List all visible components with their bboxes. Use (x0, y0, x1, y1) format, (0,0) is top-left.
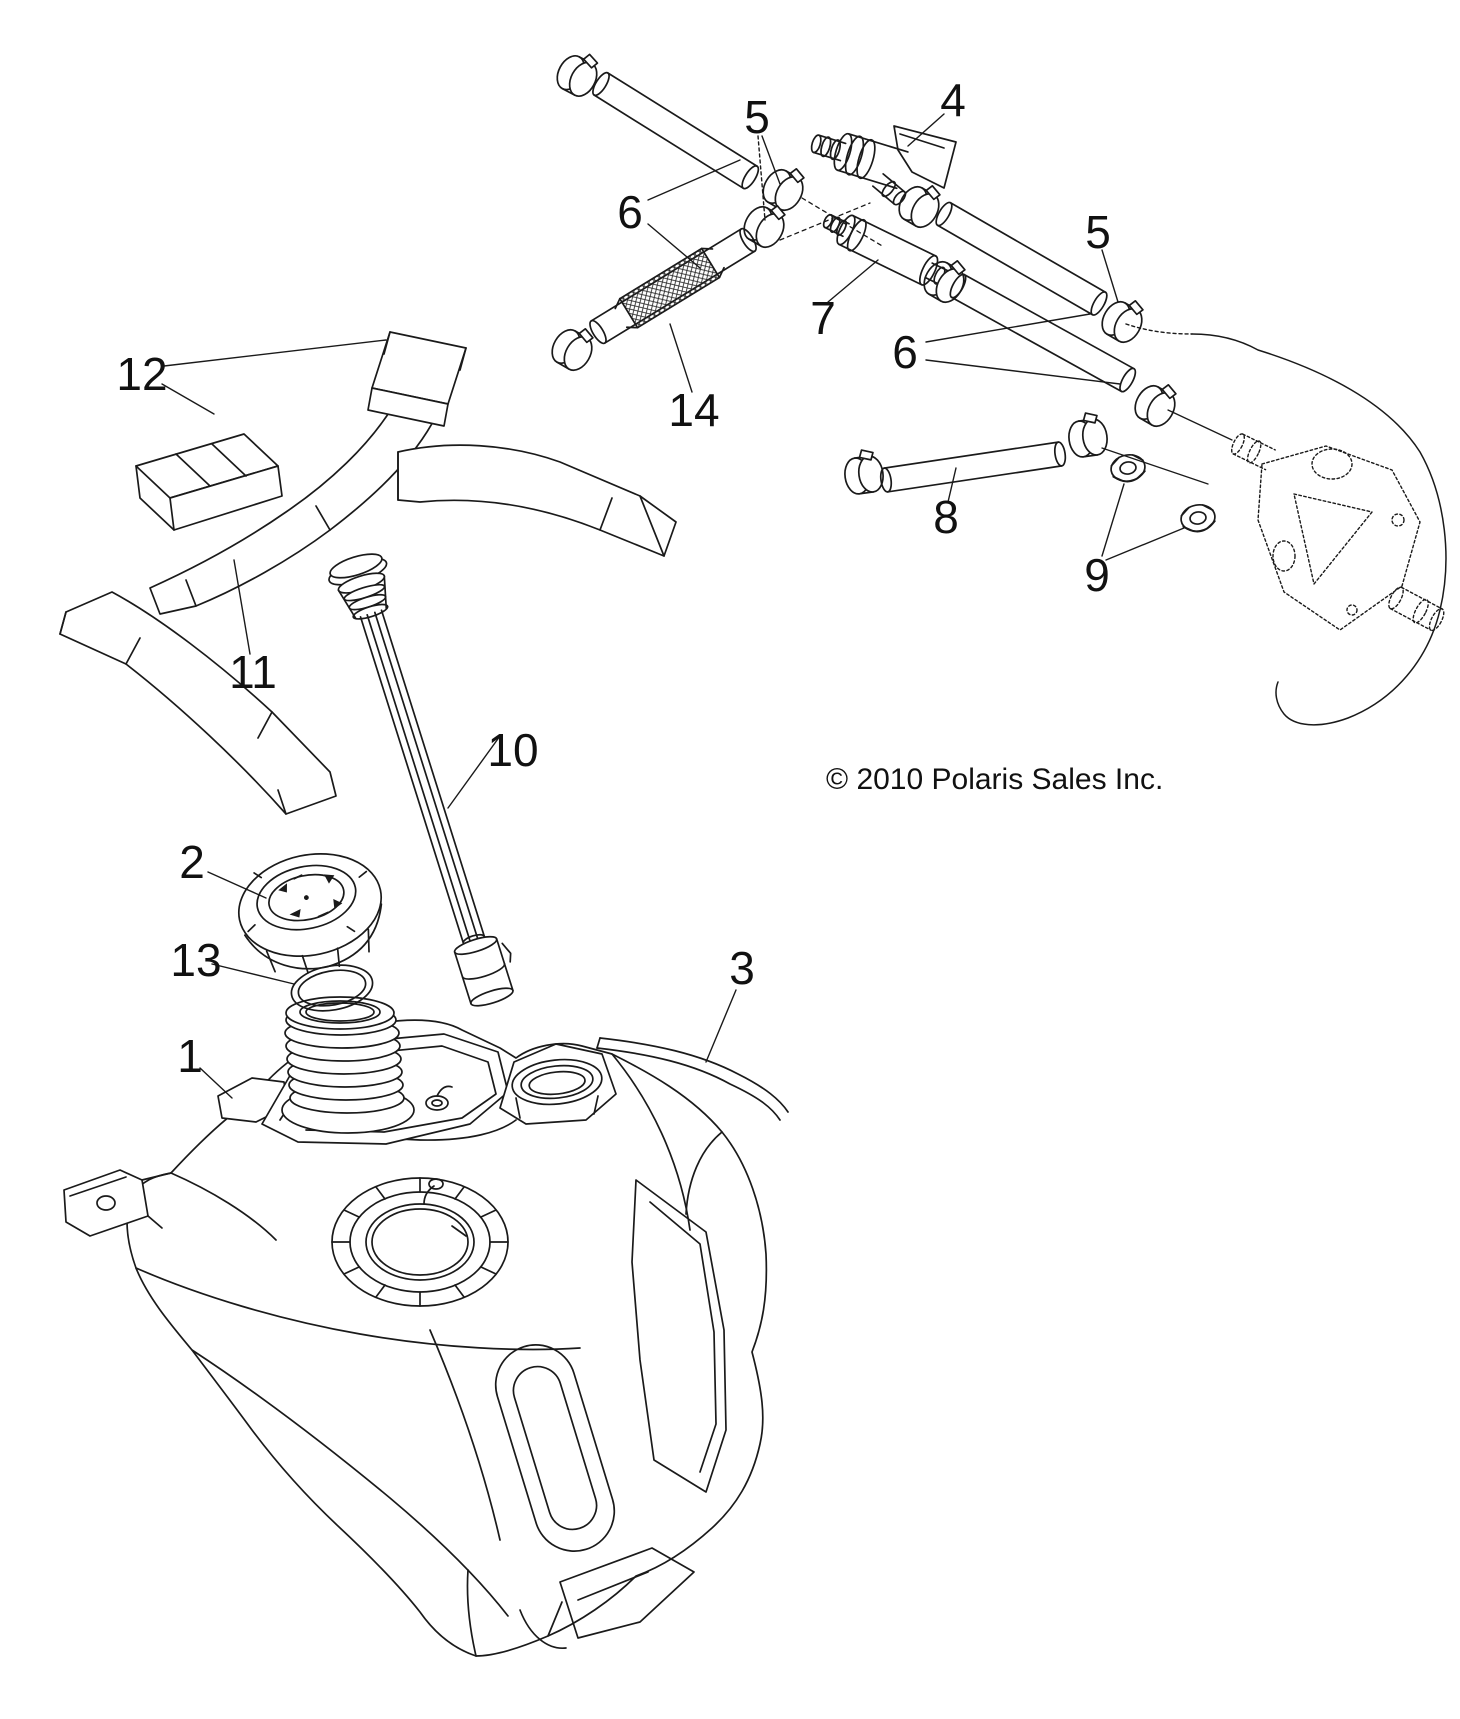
filler-neck (261, 996, 509, 1145)
callout-4: 4 (940, 74, 966, 126)
callout-10: 10 (487, 724, 538, 776)
fuel-tank (63, 1019, 768, 1657)
callout-14: 14 (668, 384, 719, 436)
callout-11: 11 (229, 646, 277, 698)
callout-2: 2 (179, 836, 205, 888)
fuel-cap (237, 853, 383, 974)
sender-collar (499, 1043, 617, 1125)
callout-6-right: 6 (892, 326, 918, 378)
callout-3: 3 (729, 942, 755, 994)
fuel-gauge-sender (328, 553, 514, 1007)
leader-lines (161, 113, 1185, 1099)
filler-o-ring (290, 964, 374, 1012)
fuel-line-lower (840, 409, 1111, 497)
callout-8: 8 (933, 491, 959, 543)
callout-7: 7 (810, 292, 836, 344)
copyright-notice: © 2010 Polaris Sales Inc. (826, 763, 1163, 796)
callout-9: 9 (1084, 549, 1110, 601)
flange-nuts (1108, 451, 1218, 536)
foam-pads (59, 331, 677, 815)
callout-5-top: 5 (744, 91, 770, 143)
callout-13: 13 (170, 934, 221, 986)
callout-5-right: 5 (1085, 206, 1111, 258)
callout-12: 12 (116, 348, 167, 400)
callout-6-left: 6 (617, 186, 643, 238)
callout-labels: 1 2 3 4 5 5 6 6 7 8 9 10 11 12 13 14 (116, 74, 1110, 1082)
callout-1: 1 (177, 1030, 203, 1082)
access-cap (331, 1177, 509, 1307)
fuel-pump (1101, 323, 1447, 726)
vent-line (596, 1037, 789, 1121)
